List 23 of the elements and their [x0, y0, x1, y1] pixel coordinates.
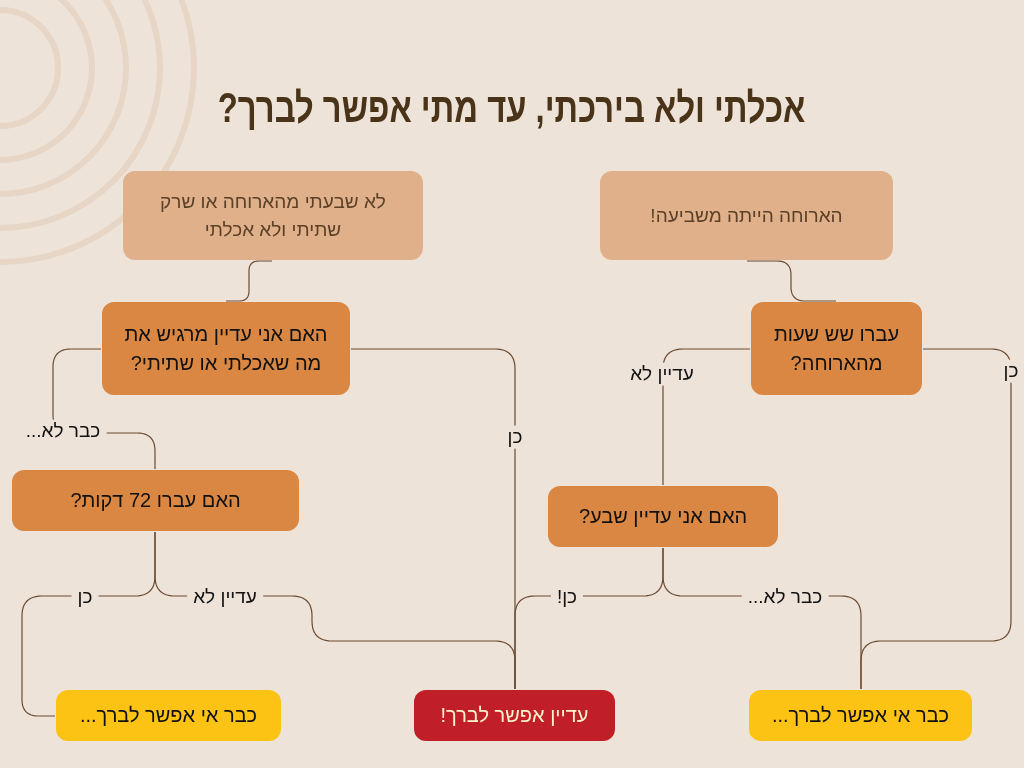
node-text: לא שבעתי מהארוחה או שרק שתיתי ולא אכלתי [159, 189, 387, 242]
node-text: כבר אי אפשר לברך... [79, 703, 258, 728]
condition-box [600, 171, 893, 260]
node-text: כבר אי אפשר לברך... [771, 703, 950, 728]
node-text: עברו שש שעות מהארוחה? [773, 321, 900, 376]
node-text: הארוחה הייתה משביעה! [650, 203, 843, 228]
question-box [548, 486, 778, 547]
connector-line [662, 348, 751, 486]
condition-box [123, 171, 423, 260]
edge-label: עדיין לא [187, 585, 263, 609]
question-box [12, 470, 299, 531]
node-text: האם אני עדיין מרגיש את מה שאכלתי או שתיתי? [123, 321, 329, 376]
connector-line [225, 260, 273, 302]
connector-line [746, 260, 837, 302]
node-text: עדיין אפשר לברך! [440, 703, 589, 728]
question-box [751, 302, 922, 395]
node-text: האם עברו 72 דקות? [70, 488, 241, 513]
question-box [102, 302, 350, 395]
result-box [56, 690, 281, 741]
node-text: האם אני עדיין שבע? [578, 504, 748, 529]
result-box [749, 690, 972, 741]
result-box [414, 690, 615, 741]
title: אכלתי ולא בירכתי, עד מתי אפשר לברך? [218, 84, 806, 132]
